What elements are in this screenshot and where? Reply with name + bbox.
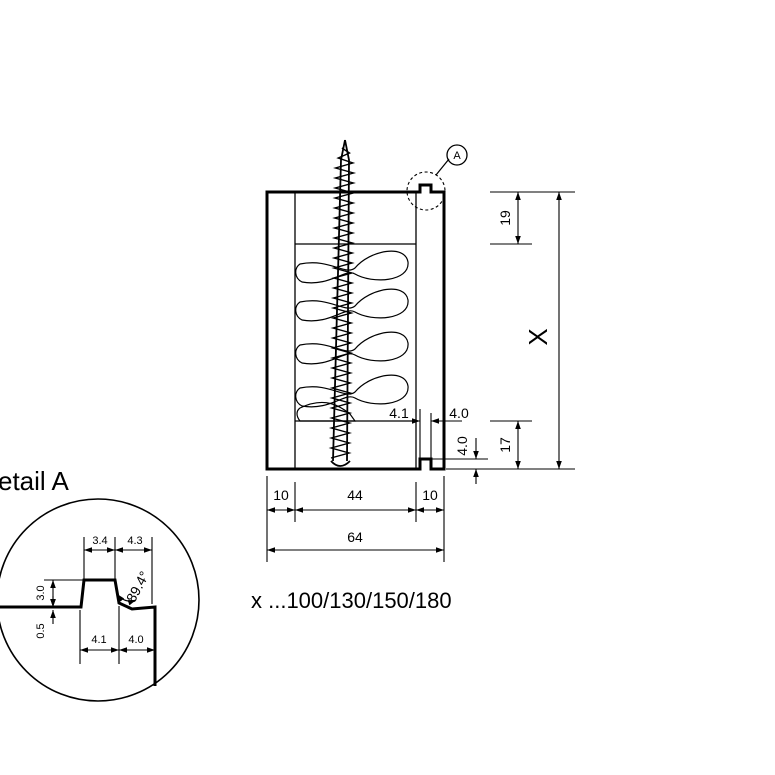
dim-top-height: 19: [497, 210, 513, 226]
detail-callout-circle: [406, 171, 446, 211]
callout-leader: [435, 158, 450, 176]
x-values-note: x ...100/130/150/180: [251, 588, 452, 613]
detail-title: etail A: [0, 466, 69, 496]
callout-bubble: [446, 144, 468, 166]
horizontal-dimensions: [266, 476, 445, 562]
screw: [328, 139, 357, 467]
detail-view: [0, 498, 200, 702]
dim-right-wall: 10: [422, 487, 438, 503]
vertical-dimensions: [384, 191, 575, 484]
insulation-hatch: [295, 250, 409, 422]
dim-groove-gap: 4.0: [449, 405, 469, 421]
detail-step-height: 0.5: [35, 623, 47, 638]
callout-label: A: [453, 150, 461, 162]
dim-left-wall: 10: [273, 487, 289, 503]
dim-bottom-height: 17: [497, 437, 513, 453]
profile-outline: [265, 183, 446, 471]
detail-tongue-width: 3.4: [92, 535, 107, 547]
dim-height-x: X: [523, 328, 553, 345]
detail-tongue-offset: 4.3: [127, 535, 142, 547]
detail-circle: [0, 498, 200, 702]
dim-groove-width: 4.1: [389, 405, 409, 421]
detail-lower-width-1: 4.1: [91, 634, 106, 646]
detail-lower-width-2: 4.0: [128, 634, 143, 646]
dim-groove-depth: 4.0: [454, 436, 470, 456]
dim-core-width: 44: [347, 487, 363, 503]
dim-total-width: 64: [347, 529, 363, 545]
detail-profile: [0, 578, 157, 686]
section-view: [265, 139, 468, 471]
detail-angle: 89.4°: [123, 568, 153, 605]
detail-tongue-height: 3.0: [35, 585, 47, 600]
